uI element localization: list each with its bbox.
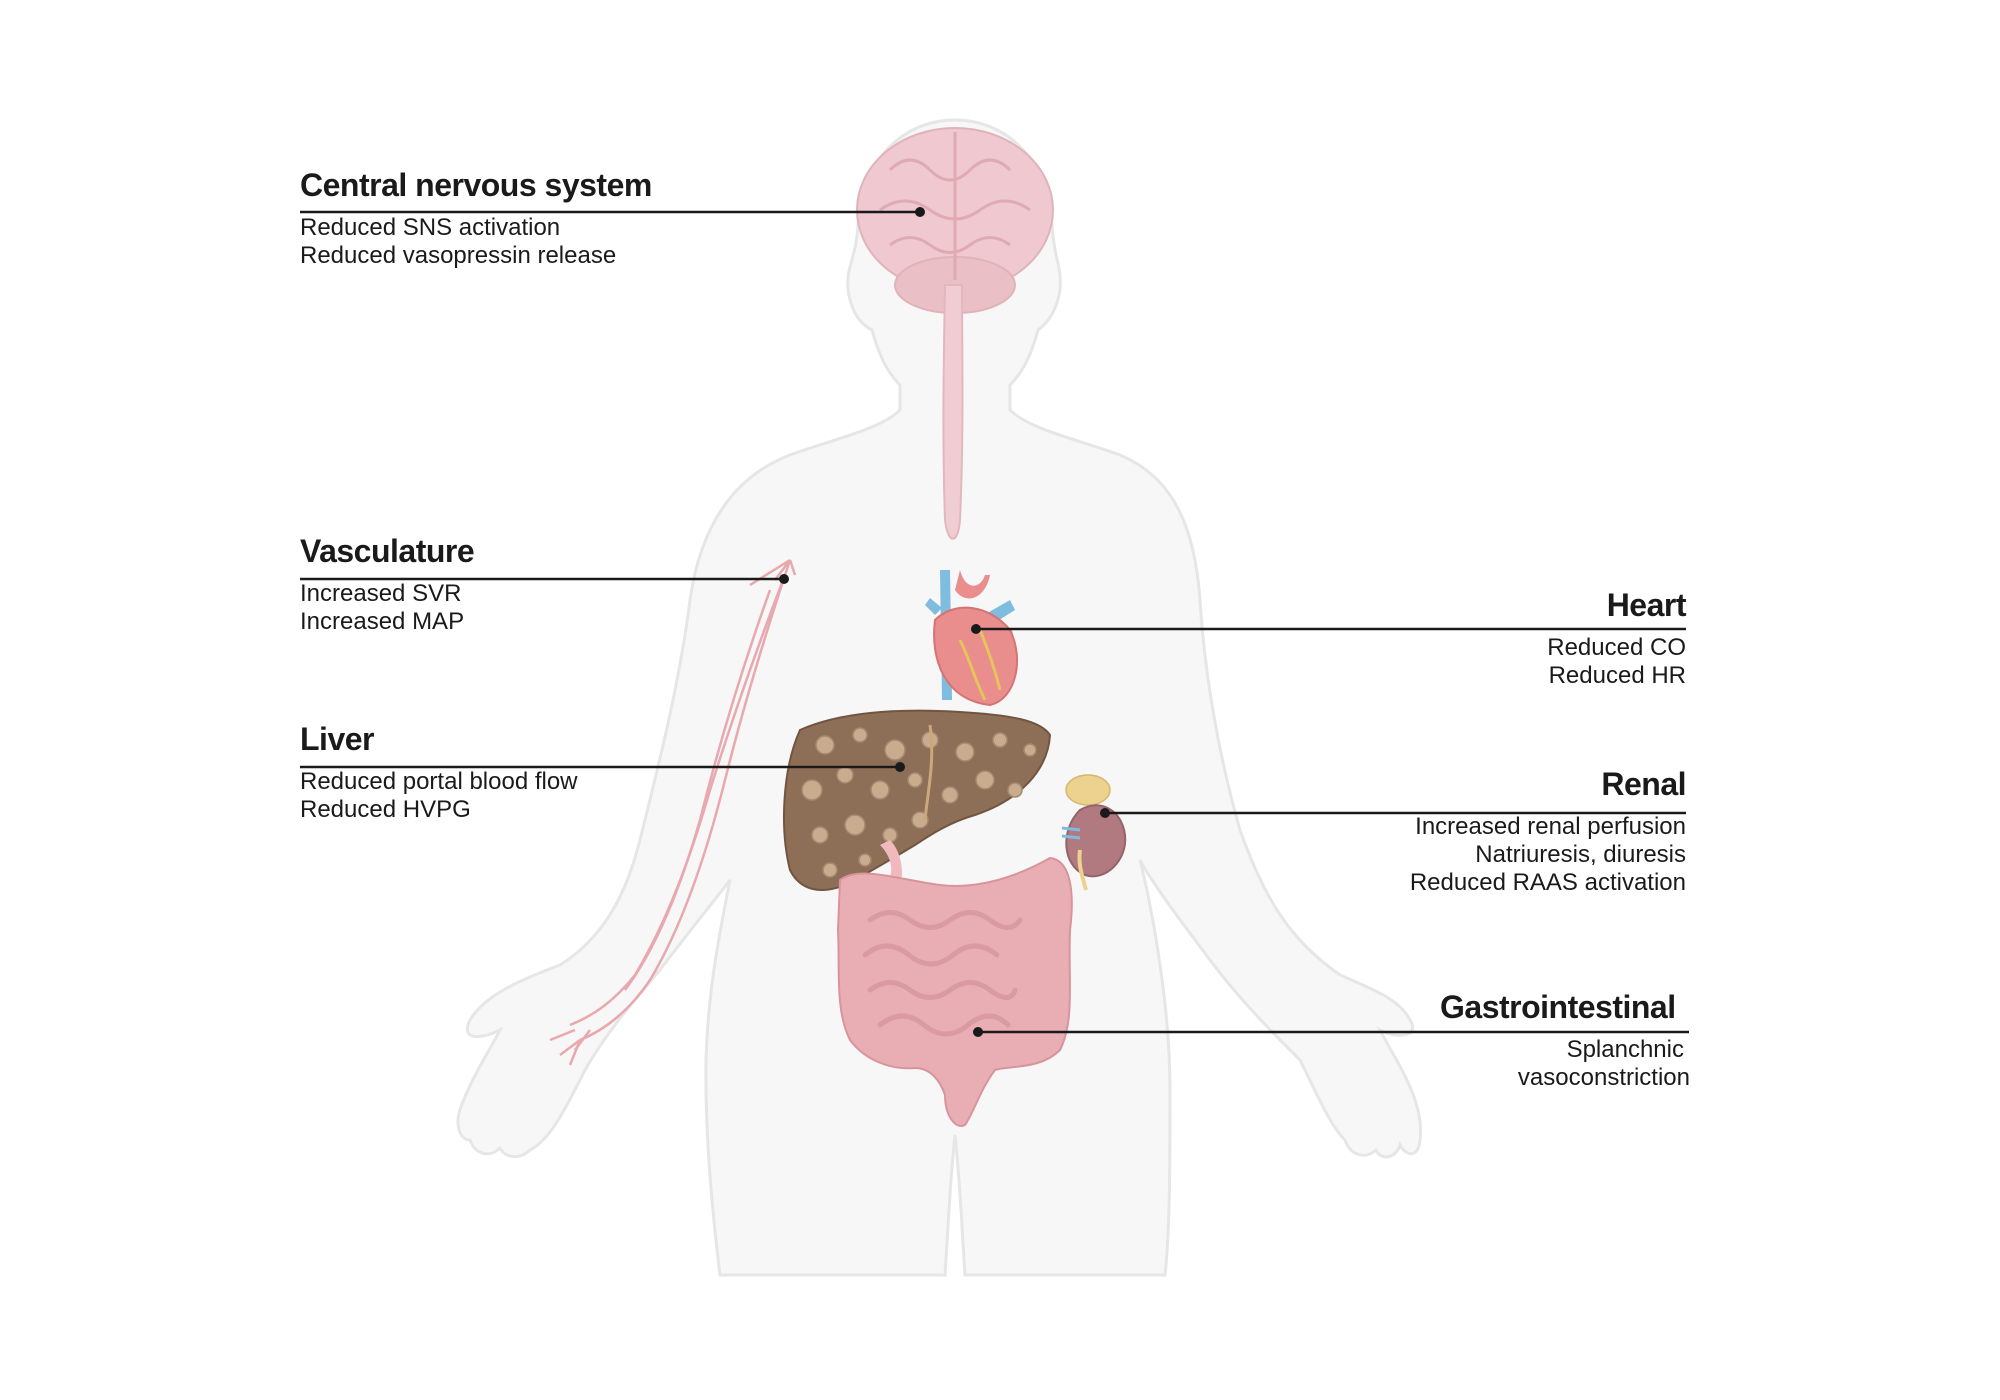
gi-title: Gastrointestinal [1440, 989, 1676, 1025]
renal-dot [1100, 808, 1110, 818]
gi-dot [973, 1027, 983, 1037]
liver-line-1: Reduced portal blood flow [300, 768, 578, 795]
vasculature-title: Vasculature [300, 533, 475, 569]
spinal-cord [942, 284, 964, 540]
vasculature-line-2: Increased MAP [300, 608, 465, 635]
body-silhouette [456, 118, 1423, 1277]
vasculature-dot [779, 574, 789, 584]
cns-line-1: Reduced SNS activation [300, 214, 561, 241]
intestines [836, 840, 1073, 1127]
heart-line-1: Reduced CO [1547, 634, 1686, 661]
heart-title: Heart [1606, 587, 1687, 623]
cns-line-2: Reduced vasopressin release [300, 242, 617, 269]
brain [856, 127, 1054, 540]
liver-line-2: Reduced HVPG [300, 796, 471, 823]
gi-line-2: vasoconstriction [1517, 1064, 1690, 1091]
small-intestine [862, 910, 1023, 1037]
leader-dots [779, 207, 1110, 1037]
gi-line-1: Splanchnic [1566, 1036, 1684, 1063]
gi-callout: Gastrointestinal Splanchnic vasoconstric… [1440, 988, 1690, 1092]
aorta [955, 570, 990, 599]
liver-title: Liver [300, 721, 374, 757]
kidney [1061, 774, 1127, 891]
vasculature-callout: Vasculature Increased SVR Increased MAP [300, 532, 475, 636]
heart-dot [971, 624, 981, 634]
liver-lobes [783, 709, 1052, 891]
renal-callout: Renal Increased renal perfusion Natriure… [1409, 765, 1687, 897]
leader-lines [300, 210, 1689, 1034]
arm-vessels [549, 558, 797, 1066]
renal-line-1: Increased renal perfusion [1415, 813, 1686, 840]
renal-line-3: Reduced RAAS activation [1409, 869, 1686, 896]
renal-title: Renal [1601, 766, 1686, 802]
body-outline [456, 118, 1423, 1277]
liver-nodules [801, 727, 1037, 878]
brain-folds [879, 132, 1031, 280]
falciform-ligament [923, 724, 934, 821]
liver-callout: Liver Reduced portal blood flow Reduced … [300, 720, 578, 824]
liver [783, 709, 1052, 891]
shoulder-branches [749, 558, 797, 587]
vasculature-line-1: Increased SVR [300, 580, 462, 607]
ureter [1077, 849, 1088, 891]
cns-dot [915, 207, 925, 217]
coronary-vessels [958, 629, 1002, 701]
artery-trunk [579, 559, 792, 1042]
hand-branches [549, 1028, 591, 1066]
renal-vessels [1061, 826, 1081, 840]
vein-branch [623, 589, 772, 991]
heart [925, 570, 1018, 707]
adrenal-gland [1065, 774, 1111, 806]
cns-title: Central nervous system [300, 167, 652, 203]
cns-callout: Central nervous system Reduced SNS activ… [300, 166, 652, 270]
liver-dot [895, 762, 905, 772]
heart-callout: Heart Reduced CO Reduced HR [1547, 586, 1686, 690]
heart-line-2: Reduced HR [1548, 662, 1686, 689]
stomach-duct [880, 840, 902, 885]
renal-line-2: Natriuresis, diuresis [1475, 841, 1686, 868]
